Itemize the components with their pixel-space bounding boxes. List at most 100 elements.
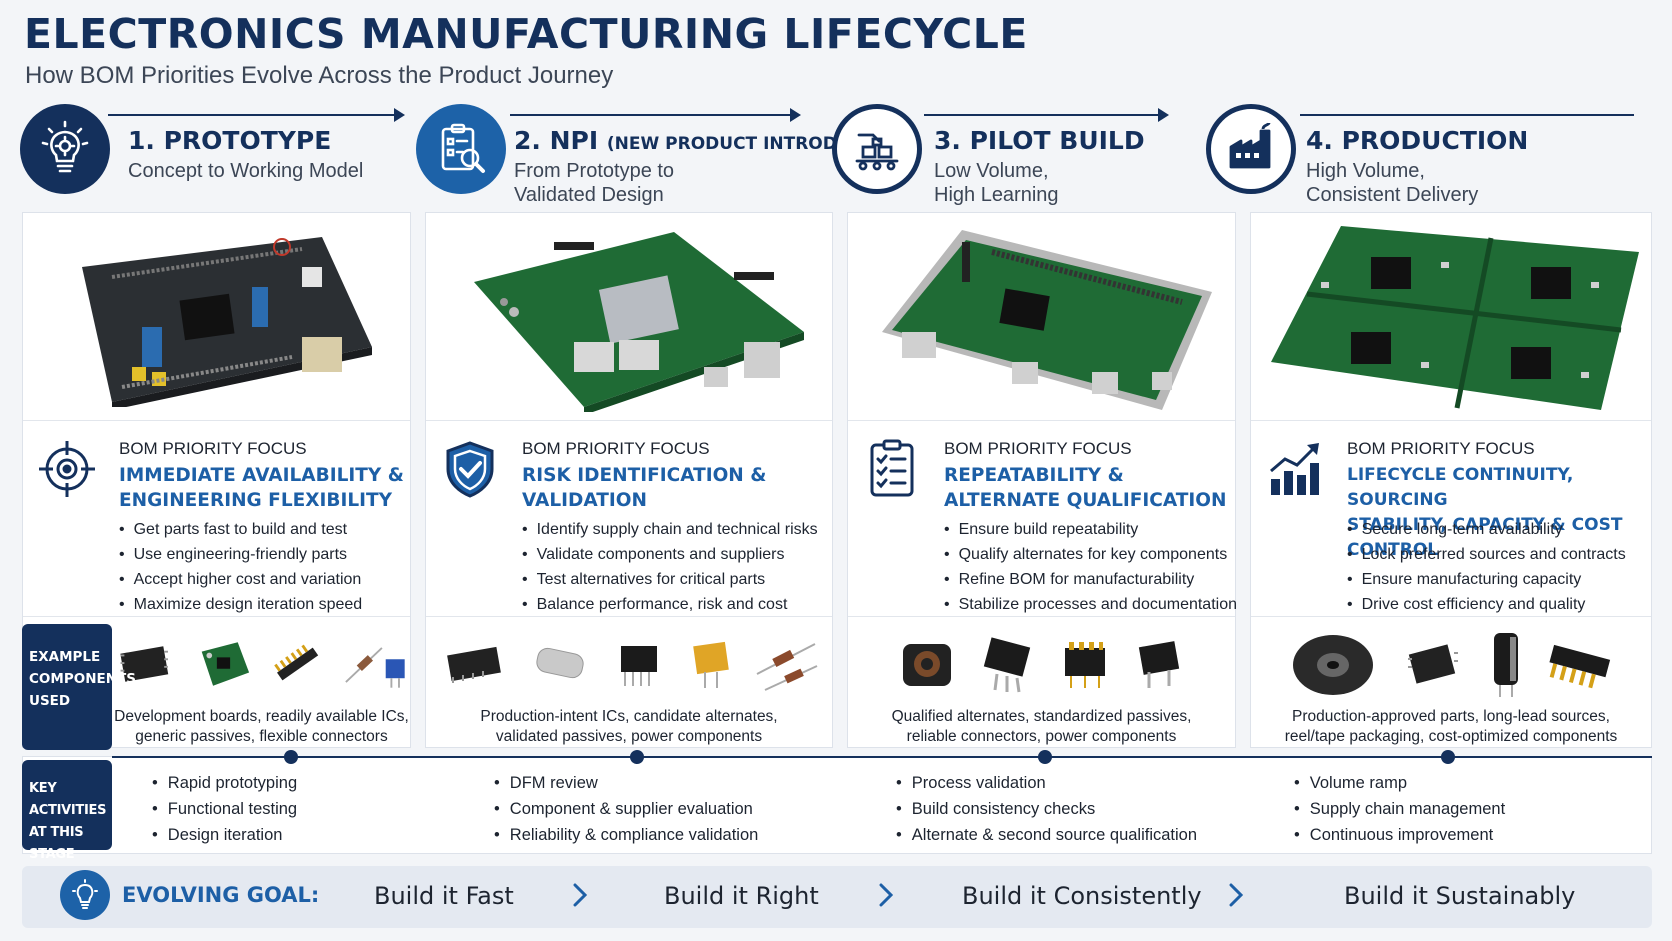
focus-title-line: RISK IDENTIFICATION & [522, 465, 767, 486]
list-item: Accept higher cost and variation [119, 567, 406, 592]
list-item: Reliability & compliance validation [494, 822, 759, 848]
list-item: Rapid prototyping [152, 770, 297, 796]
pin-header-icon [1549, 644, 1611, 689]
side-label-line: EXAMPLE [29, 649, 101, 665]
list-item: Design iteration [152, 822, 297, 848]
list-item: Get parts fast to build and test [119, 517, 406, 542]
bom-focus-section: BOM PRIORITY FOCUS RISK IDENTIFICATION &… [426, 421, 832, 617]
flow-arrow-icon [394, 108, 405, 122]
pcb-board-image [848, 213, 1235, 421]
list-item: Balance performance, risk and cost [522, 592, 828, 617]
ic-dip-icon [621, 646, 657, 686]
list-item: Functional testing [152, 796, 297, 822]
focus-label: BOM PRIORITY FOCUS [522, 439, 710, 458]
timeline-dot [630, 750, 644, 764]
stage-subtitle-line: Validated Design [514, 184, 664, 206]
list-item: Identify supply chain and technical risk… [522, 517, 828, 542]
list-item: Volume ramp [1294, 770, 1505, 796]
shield-check-icon [446, 441, 494, 498]
stage-subtitle: Low Volume, High Learning [934, 159, 1145, 207]
timeline-dot [284, 750, 298, 764]
focus-title: RISK IDENTIFICATION & VALIDATION [522, 463, 826, 513]
crystal-oscillator-icon [536, 647, 584, 679]
components-caption: Production-approved parts, long-lead sou… [1251, 707, 1651, 747]
activities-prototype: Rapid prototyping Functional testing Des… [152, 770, 297, 848]
pcb-board-image [426, 213, 832, 421]
flow-connector [1300, 114, 1634, 116]
stage-subtitle-line: Concept to Working Model [128, 160, 364, 182]
flow-connector [108, 114, 396, 116]
evolving-goal-bar [22, 866, 1652, 928]
stage-column-production: BOM PRIORITY FOCUS LIFECYCLE CONTINUITY,… [1250, 212, 1652, 748]
stage-column-pilot: BOM PRIORITY FOCUS REPEATABILITY & ALTER… [847, 212, 1237, 749]
focus-label: BOM PRIORITY FOCUS [944, 439, 1132, 458]
focus-label: BOM PRIORITY FOCUS [119, 439, 307, 458]
stage-header-production: 4. PRODUCTION High Volume, Consistent De… [1306, 126, 1528, 207]
caption-line: reliable connectors, power components [906, 728, 1177, 745]
components-section: Qualified alternates, standardized passi… [848, 617, 1235, 749]
focus-bullets: Secure long-term availability Lock prefe… [1347, 517, 1647, 617]
tape-reel-icon [1293, 635, 1373, 695]
side-label-example-components: EXAMPLE COMPONENTS USED [22, 624, 136, 750]
bom-focus-section: BOM PRIORITY FOCUS REPEATABILITY & ALTER… [848, 421, 1237, 617]
list-item: Lock preferred sources and contracts [1347, 542, 1647, 567]
focus-bullets: Identify supply chain and technical risk… [522, 517, 828, 617]
electrolytic-capacitor-icon [1494, 633, 1518, 697]
chevron-right-icon [1229, 883, 1244, 907]
side-label-line: USED [29, 693, 71, 709]
goal-step-fast: Build it Fast [374, 882, 514, 910]
side-label-line: KEY ACTIVITIES [29, 781, 107, 818]
capacitor-icon [693, 641, 729, 688]
power-transistor-icon [983, 637, 1030, 693]
activities-pilot: Process validation Build consistency che… [896, 770, 1197, 848]
list-item: Test alternatives for critical parts [522, 567, 828, 592]
list-item: Validate components and suppliers [522, 542, 828, 567]
clipboard-magnifier-icon [416, 104, 506, 194]
stage-subtitle: Concept to Working Model [128, 159, 363, 183]
focus-bullets: Ensure build repeatability Qualify alter… [944, 517, 1237, 617]
list-item: Use engineering-friendly parts [119, 542, 406, 567]
list-item: Qualify alternates for key components [944, 542, 1231, 567]
components-caption: Production-intent ICs, candidate alterna… [426, 707, 832, 747]
caption-line: Production-intent ICs, candidate alterna… [480, 708, 778, 725]
assembly-line-icon [832, 104, 922, 194]
list-item: Component & supplier evaluation [494, 796, 758, 822]
caption-line: validated passives, power components [495, 728, 763, 745]
caption-line: Production-approved parts, long-lead sou… [1292, 708, 1610, 725]
side-label-key-activities: KEY ACTIVITIES AT THIS STAGE [22, 760, 112, 862]
list-item: Continuous improvement [1294, 822, 1505, 848]
page-subtitle: How BOM Priorities Evolve Across the Pro… [25, 62, 614, 89]
page-title: ELECTRONICS MANUFACTURING LIFECYCLE [24, 10, 1028, 58]
stage-header-prototype: 1. PROTOTYPE Concept to Working Model [128, 126, 363, 183]
stage-subtitle-line: From Prototype to [514, 160, 675, 182]
stage-title-main: 2. NPI [514, 126, 599, 155]
caption-line: reel/tape packaging, cost-optimized comp… [1284, 728, 1618, 745]
list-item: Refine BOM for manufacturability [944, 567, 1231, 592]
list-item: Alternate & second source qualification [896, 822, 1197, 848]
caption-line: Qualified alternates, standardized passi… [891, 708, 1192, 725]
stage-subtitle-line: Low Volume, [934, 160, 1049, 182]
stage-title: 4. PRODUCTION [1306, 126, 1529, 155]
factory-icon [1206, 104, 1296, 194]
list-item: Ensure manufacturing capacity [1347, 567, 1647, 592]
focus-title: IMMEDIATE AVAILABILITY & ENGINEERING FLE… [119, 463, 404, 513]
target-crosshair-icon [39, 441, 95, 497]
components-section: Development boards, readily available IC… [23, 617, 410, 749]
stage-title: 1. PROTOTYPE [128, 126, 332, 155]
dev-board-icon [201, 642, 249, 686]
components-section: Production-approved parts, long-lead sou… [1251, 617, 1651, 749]
list-item: Drive cost efficiency and quality [1347, 592, 1647, 617]
timeline-line [112, 756, 1652, 758]
activities-npi: DFM review Component & supplier evaluati… [494, 770, 759, 848]
header-connector-icon [274, 644, 319, 681]
ic-chip-icon [447, 646, 501, 683]
resistor-icon [756, 643, 818, 691]
flow-connector [510, 114, 792, 116]
growth-bar-chart-icon [1270, 443, 1319, 495]
stage-subtitle-line: High Volume, [1306, 160, 1425, 182]
timeline-dot [1038, 750, 1052, 764]
goal-step-sustainably: Build it Sustainably [1344, 882, 1576, 910]
list-item: Build consistency checks [896, 796, 1197, 822]
bom-focus-section: BOM PRIORITY FOCUS IMMEDIATE AVAILABILIT… [23, 421, 410, 617]
stage-subtitle-line: Consistent Delivery [1306, 184, 1479, 206]
